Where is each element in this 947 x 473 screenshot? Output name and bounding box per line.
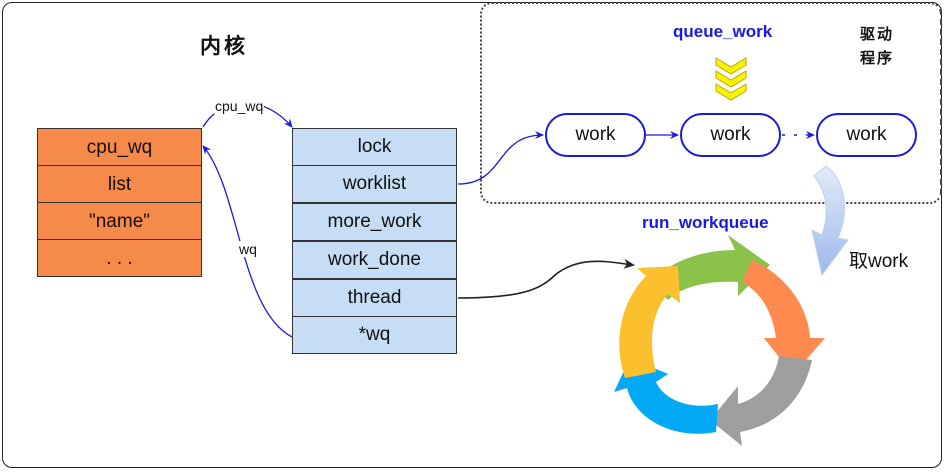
workqueue-field: work_done: [292, 241, 457, 279]
take-work-arrow: [811, 165, 849, 277]
work-node: work: [816, 113, 917, 157]
driver-region: [480, 2, 942, 204]
driver-label: 驱动程序: [860, 25, 895, 67]
kernel-field: cpu_wq: [37, 128, 202, 166]
workqueue-field: thread: [292, 279, 457, 317]
cycle-arrows: [614, 235, 825, 446]
kernel-title: 内核: [200, 33, 248, 58]
thread-run-arrow: [457, 258, 635, 299]
kernel-field: list: [37, 165, 202, 203]
workqueue-field: lock: [292, 128, 457, 166]
cpu-wq-arrow-label: cpu_wq: [214, 98, 265, 114]
workqueue-field: more_work: [292, 203, 457, 241]
workqueue-field: *wq: [292, 316, 457, 354]
kernel-field: "name": [37, 202, 202, 240]
queue-work-chevron-icon: [715, 57, 747, 101]
diagram-frame: [2, 2, 942, 468]
work-node: work: [545, 113, 646, 157]
work-node: work: [680, 113, 781, 157]
run-workqueue-label: run_workqueue: [642, 213, 769, 232]
wq-arrow-label: wq: [238, 241, 258, 257]
worklist-link-arrow: [457, 131, 544, 185]
queue-work-label: queue_work: [673, 22, 773, 41]
workqueue-field: worklist: [292, 165, 457, 203]
take-work-label: 取work: [849, 251, 909, 272]
kernel-field: . . .: [37, 239, 202, 277]
